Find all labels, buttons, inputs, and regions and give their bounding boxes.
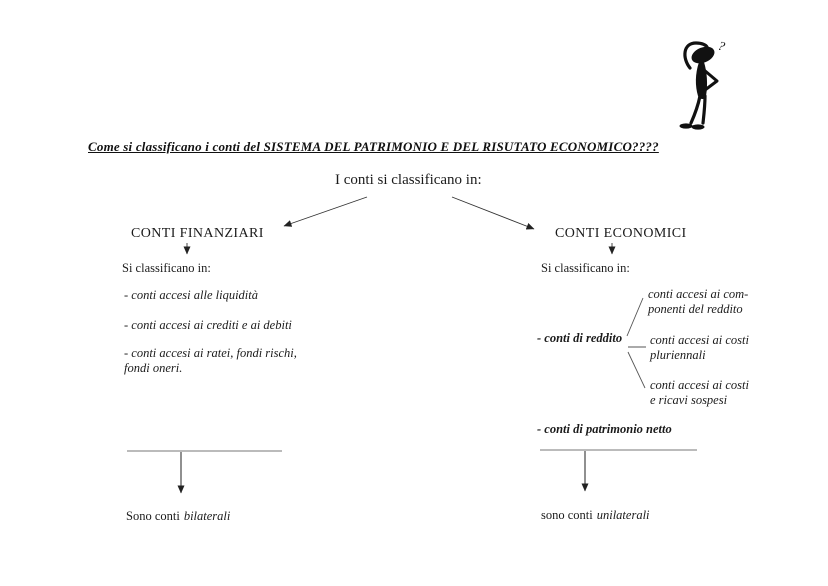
- label-conti-di-patrimonio-netto: - conti di patrimonio netto: [537, 422, 672, 436]
- figure-right-foot: [691, 124, 705, 130]
- right-footer-prefix: sono conti: [541, 508, 593, 522]
- figure-akimbo-arm: [702, 68, 719, 92]
- list-item: - conti accesi alle liquidità: [124, 288, 258, 302]
- figure-left-leg: [689, 94, 702, 125]
- figure-torso: [695, 62, 708, 99]
- question-mark: ?: [716, 38, 727, 54]
- list-item: - conti accesi ai ratei, fondi rischi, f…: [124, 346, 297, 375]
- heading-conti-economici: CONTI ECONOMICI: [555, 226, 687, 241]
- heading-conti-finanziari: CONTI FINANZIARI: [131, 226, 264, 241]
- arrow-to-conti-finanziari: [283, 196, 368, 227]
- left-subheading: Si classificano in:: [122, 261, 211, 275]
- branch-item: conti accesi ai costi pluriennali: [650, 333, 749, 362]
- list-item: - conti accesi ai crediti e ai debiti: [124, 318, 292, 332]
- left-footer-emphasis: bilaterali: [183, 509, 231, 523]
- branch-line-top: [626, 297, 644, 337]
- intro-text: I conti si classificano in:: [335, 172, 482, 188]
- figure-head: [691, 46, 715, 64]
- left-footer-prefix: Sono conti: [126, 509, 180, 523]
- branch-item: conti accesi ai costi e ricavi sospesi: [650, 378, 749, 407]
- thinking-figure: ?: [679, 38, 727, 130]
- arrow-to-conti-economici: [451, 196, 535, 230]
- figure-right-leg: [701, 94, 707, 125]
- label-conti-di-reddito: - conti di reddito: [537, 331, 623, 345]
- figure-raised-arm: [683, 41, 709, 70]
- branch-item: conti accesi ai com- ponenti del reddito: [648, 287, 749, 316]
- page-title: Come si classificano i conti del SISTEMA…: [88, 139, 659, 154]
- right-subheading: Si classificano in:: [541, 261, 630, 275]
- branch-line-bottom: [627, 351, 646, 389]
- right-footer-emphasis: unilaterali: [596, 508, 650, 522]
- figure-left-foot: [679, 123, 693, 129]
